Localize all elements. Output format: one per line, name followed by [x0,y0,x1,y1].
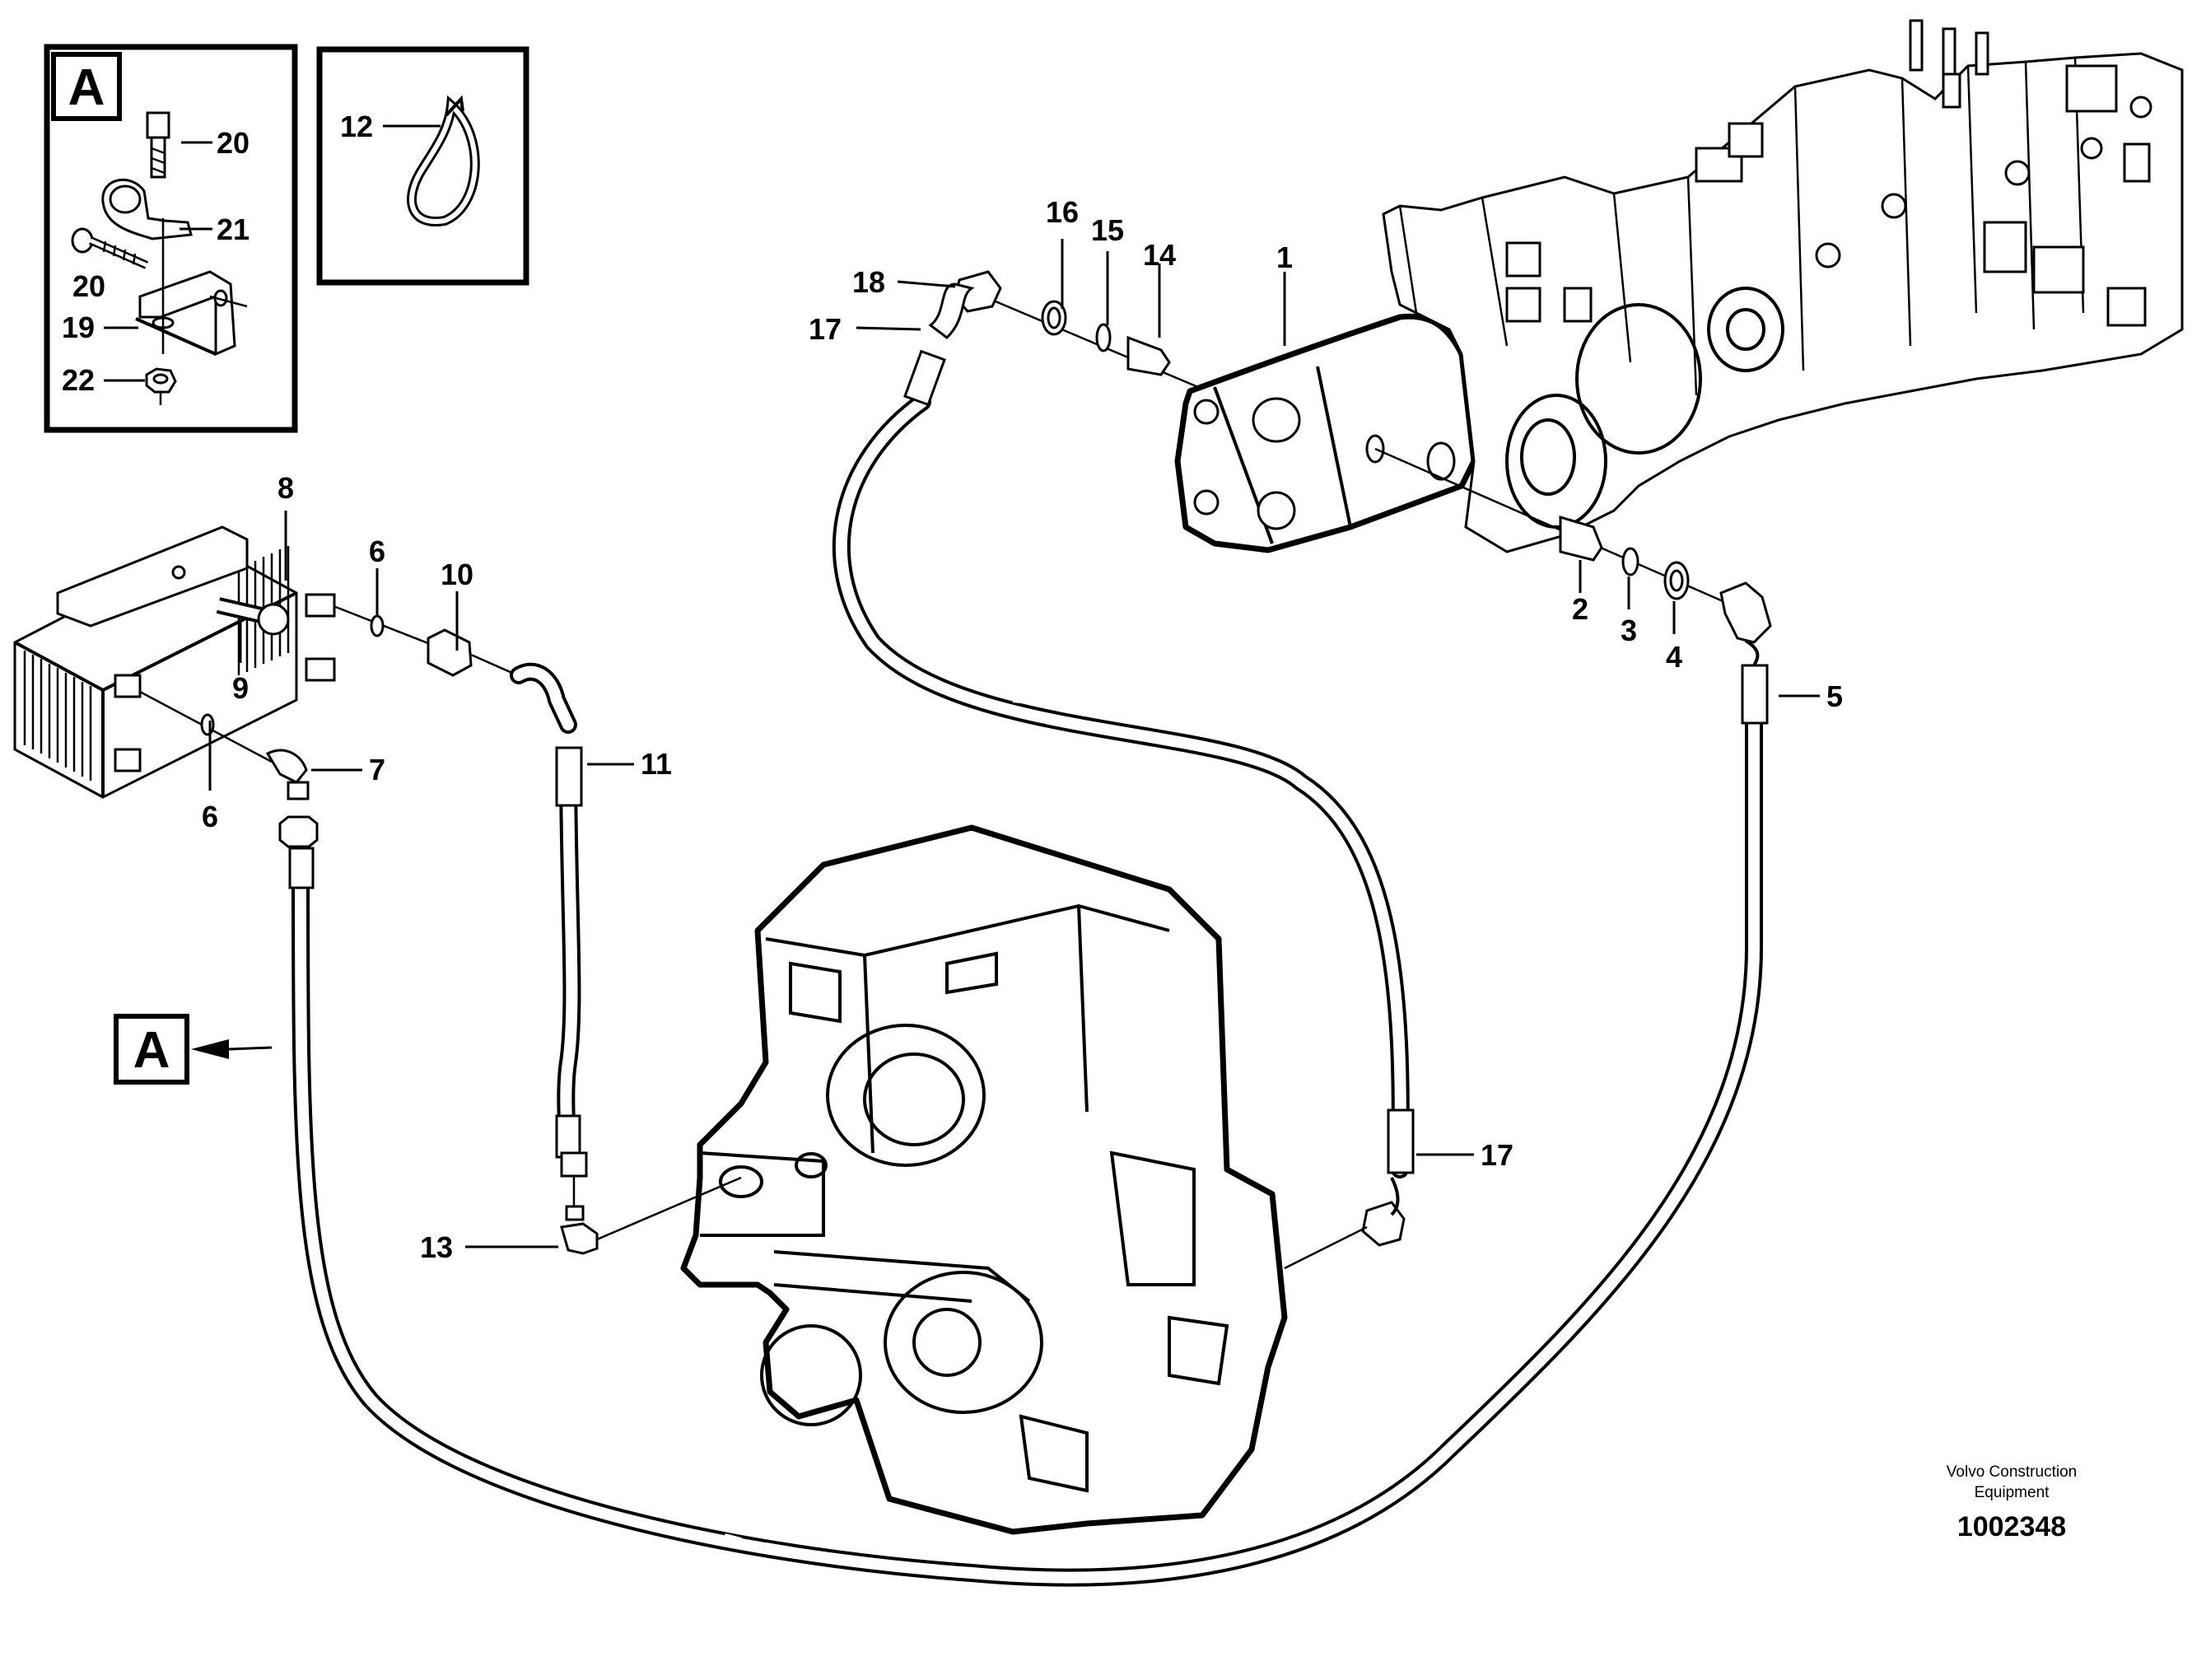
pump-icon [1174,313,1477,553]
elbow-fitting-13-icon [560,1151,742,1255]
label-10: 10 [441,558,473,591]
label-15: 15 [1091,213,1124,247]
part-labels: 1 2 3 4 5 6 6 7 8 9 10 11 13 14 15 16 17… [202,195,1843,1264]
label-13: 13 [420,1230,453,1264]
label-14: 14 [1143,238,1176,272]
document-number: 1002348 [1957,1511,2066,1542]
label-4: 4 [1666,640,1682,674]
label-16: 16 [1046,195,1079,229]
label-20-bolt: 20 [217,126,250,160]
pump-inlet-fittings [928,270,1199,389]
label-20-screw: 20 [72,269,105,303]
label-3: 3 [1621,614,1637,647]
label-9: 9 [232,671,249,705]
cable-tie-icon [407,95,480,226]
elbow-fitting-17-icon [1284,1177,1406,1270]
company-name-line2: Equipment [1975,1484,2050,1501]
screw-icon [71,227,149,269]
label-17-lower: 17 [1481,1138,1513,1172]
leader-lines [208,239,1820,1248]
oil-cooler-icon [13,525,336,799]
label-21: 21 [217,212,250,246]
hoses [288,349,1769,1587]
company-name-line1: Volvo Construction [1947,1463,2077,1481]
label-19: 19 [62,310,95,344]
footer: Volvo Construction Equipment 1002348 [1947,1463,2077,1542]
detail-box-a-letter: A [68,59,105,116]
label-5: 5 [1826,679,1843,713]
label-12: 12 [340,110,373,143]
label-6-upper: 6 [369,534,385,568]
detail-box-a: A [44,44,298,433]
section-marker-letter: A [133,1022,170,1079]
bolt-icon [146,111,170,179]
detail-box-cable-tie: 12 [316,46,529,286]
label-6-lower: 6 [202,800,218,833]
label-7: 7 [369,753,385,786]
hydraulic-pump-assembly-icon [1382,19,2184,553]
label-2: 2 [1572,592,1588,626]
clamp-icon [101,178,193,240]
label-8: 8 [277,471,294,505]
transmission-icon [680,824,1288,1535]
label-17-upper: 17 [809,312,842,346]
bracket-icon [135,218,248,357]
label-18: 18 [852,265,885,299]
cooler-fittings [139,604,577,848]
section-marker-a: A [114,1014,273,1085]
pump-outlet-fittings [1374,447,1772,667]
label-11: 11 [641,747,672,781]
nut-icon [145,367,177,405]
label-22: 22 [62,363,95,397]
label-1: 1 [1276,240,1293,274]
